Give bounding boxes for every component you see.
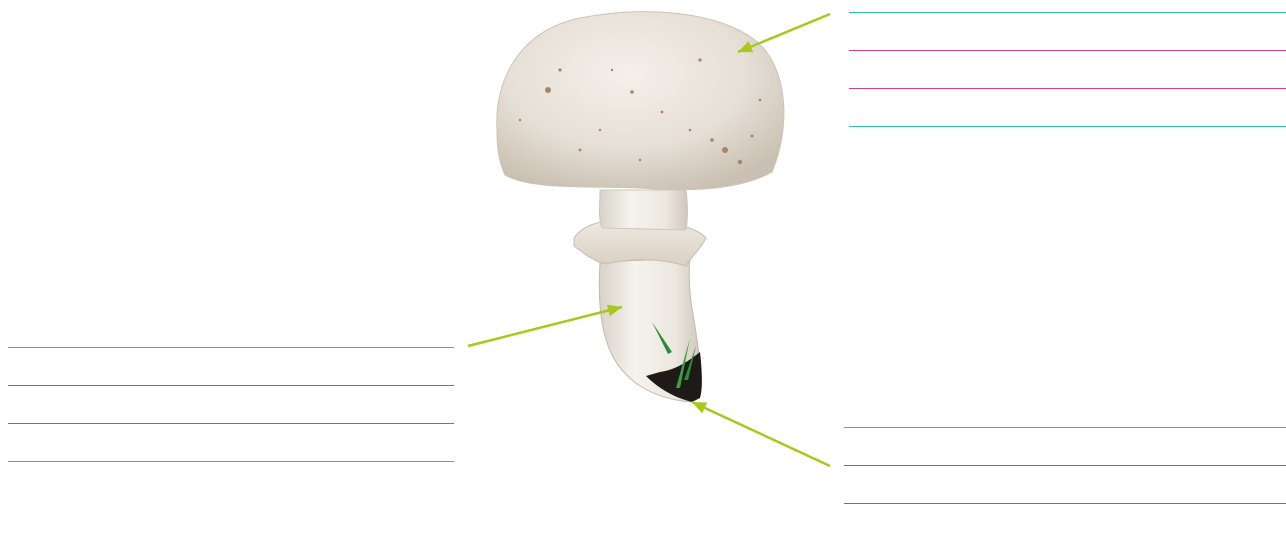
base-guide-line: [844, 503, 1286, 504]
base-guide-line: [844, 427, 1286, 428]
stem-guide-line: [8, 461, 454, 462]
mushroom-stem-upper: [600, 190, 688, 230]
cap-guide-line: [849, 12, 1286, 13]
cap-guide-line: [849, 50, 1286, 51]
cap-guide-line: [849, 126, 1286, 127]
base-answer-lines: [844, 427, 1286, 517]
cap-pointer: [738, 14, 830, 52]
stem-pointer: [468, 307, 622, 346]
base-guide-line: [844, 465, 1286, 466]
base-pointer: [692, 402, 830, 466]
stem-guide-line: [8, 423, 454, 424]
stem-guide-line: [8, 385, 454, 386]
cap-guide-line: [849, 88, 1286, 89]
cap-answer-lines: [849, 12, 1286, 132]
stem-guide-line: [8, 347, 454, 348]
stem-answer-lines: [8, 347, 454, 467]
